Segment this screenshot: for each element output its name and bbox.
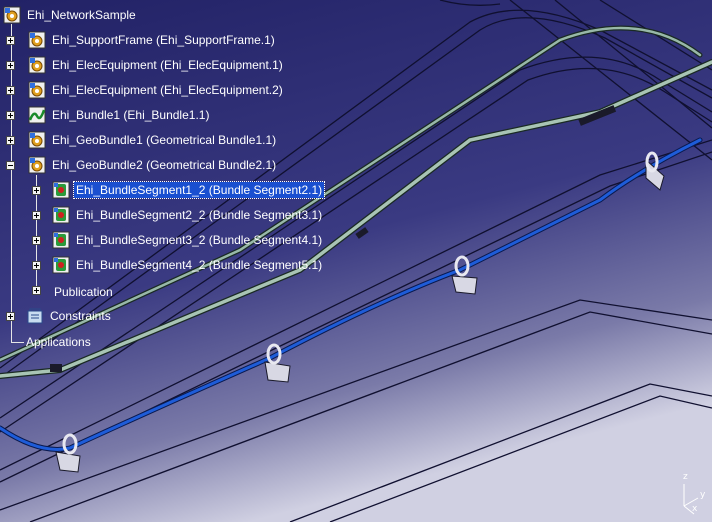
tree-item-bundle-segment-1[interactable]: Ehi_BundleSegment1_2 (Bundle Segment2.1): [52, 180, 326, 200]
blue-bundle-cable: [0, 137, 703, 452]
expand-toggle[interactable]: [6, 111, 15, 120]
tree-item-bundle1[interactable]: Ehi_Bundle1 (Ehi_Bundle1.1): [28, 105, 211, 125]
bundle-segment-icon: [52, 206, 70, 224]
bundle-supports: [55, 151, 665, 473]
tree-item-label: Ehi_Bundle1 (Ehi_Bundle1.1): [52, 108, 210, 122]
tree-item-label: Ehi_GeoBundle1 (Geometrical Bundle1.1): [52, 133, 277, 147]
tree-item-label: Ehi_BundleSegment2_2 (Bundle Segment3.1): [76, 208, 323, 222]
expand-toggle[interactable]: [6, 61, 15, 70]
bundle-icon: [28, 106, 46, 124]
tree-item-label: Ehi_ElecEquipment (Ehi_ElecEquipment.1): [52, 58, 283, 72]
tree-item-label: Ehi_SupportFrame (Ehi_SupportFrame.1): [52, 33, 275, 47]
expand-toggle[interactable]: [32, 211, 41, 220]
collapse-toggle[interactable]: [6, 161, 15, 170]
product-icon: [28, 31, 46, 49]
expand-toggle[interactable]: [32, 186, 41, 195]
axis-icon: [683, 484, 699, 515]
product-icon: [28, 81, 46, 99]
support-bracket: [451, 255, 478, 295]
tree-item-label: Ehi_BundleSegment3_2 (Bundle Segment4.1): [76, 233, 323, 247]
bundle-segment-icon: [52, 231, 70, 249]
tree-item-label: Constraints: [50, 309, 111, 323]
axis-compass[interactable]: z y x: [672, 470, 712, 518]
tree-item-bundle-segment-2[interactable]: Ehi_BundleSegment2_2 (Bundle Segment3.1): [52, 205, 324, 225]
expand-toggle[interactable]: [6, 86, 15, 95]
product-icon: [3, 6, 21, 24]
tree-item-constraints[interactable]: Constraints: [26, 306, 113, 326]
support-bracket: [645, 151, 665, 191]
tree-item-label: Applications: [26, 335, 91, 349]
expand-toggle[interactable]: [32, 286, 41, 295]
tree-item-bundle-segment-4[interactable]: Ehi_BundleSegment4_2 (Bundle Segment5.1): [52, 255, 324, 275]
axis-x-label: x: [692, 504, 698, 514]
expand-toggle[interactable]: [6, 36, 15, 45]
axis-z-label: z: [683, 472, 688, 482]
expand-toggle[interactable]: [6, 312, 15, 321]
tree-item-label: Ehi_BundleSegment4_2 (Bundle Segment5.1): [76, 258, 323, 272]
tree-root-label: Ehi_NetworkSample: [27, 8, 136, 22]
bundle-segment-icon: [52, 181, 70, 199]
support-bracket: [264, 343, 291, 383]
tree-item-elec-equipment-2[interactable]: Ehi_ElecEquipment (Ehi_ElecEquipment.2): [28, 80, 285, 100]
tree-item-label: Publication: [54, 285, 113, 299]
tree-root[interactable]: Ehi_NetworkSample: [3, 5, 138, 25]
axis-y-label: y: [700, 490, 706, 500]
tree-item-geobundle2[interactable]: Ehi_GeoBundle2 (Geometrical Bundle2.1): [28, 155, 278, 175]
tree-item-label: Ehi_BundleSegment1_2 (Bundle Segment2.1): [72, 181, 326, 199]
tree-item-geobundle1[interactable]: Ehi_GeoBundle1 (Geometrical Bundle1.1): [28, 130, 278, 150]
tree-item-label: Ehi_ElecEquipment (Ehi_ElecEquipment.2): [52, 83, 283, 97]
tree-item-support-frame[interactable]: Ehi_SupportFrame (Ehi_SupportFrame.1): [28, 30, 277, 50]
tree-item-publication[interactable]: Publication: [52, 282, 115, 302]
expand-toggle[interactable]: [32, 236, 41, 245]
cable-clips: [50, 105, 617, 372]
support-bracket: [55, 433, 81, 473]
product-icon: [28, 131, 46, 149]
bundle-segment-icon: [52, 256, 70, 274]
expand-toggle[interactable]: [32, 261, 41, 270]
product-icon: [28, 156, 46, 174]
tree-item-bundle-segment-3[interactable]: Ehi_BundleSegment3_2 (Bundle Segment4.1): [52, 230, 324, 250]
tree-item-label: Ehi_GeoBundle2 (Geometrical Bundle2.1): [52, 158, 277, 172]
expand-toggle[interactable]: [6, 136, 15, 145]
tree-item-elec-equipment-1[interactable]: Ehi_ElecEquipment (Ehi_ElecEquipment.1): [28, 55, 285, 75]
product-icon: [28, 56, 46, 74]
tree-item-applications[interactable]: Applications: [24, 332, 93, 352]
constraints-icon: [26, 307, 44, 325]
